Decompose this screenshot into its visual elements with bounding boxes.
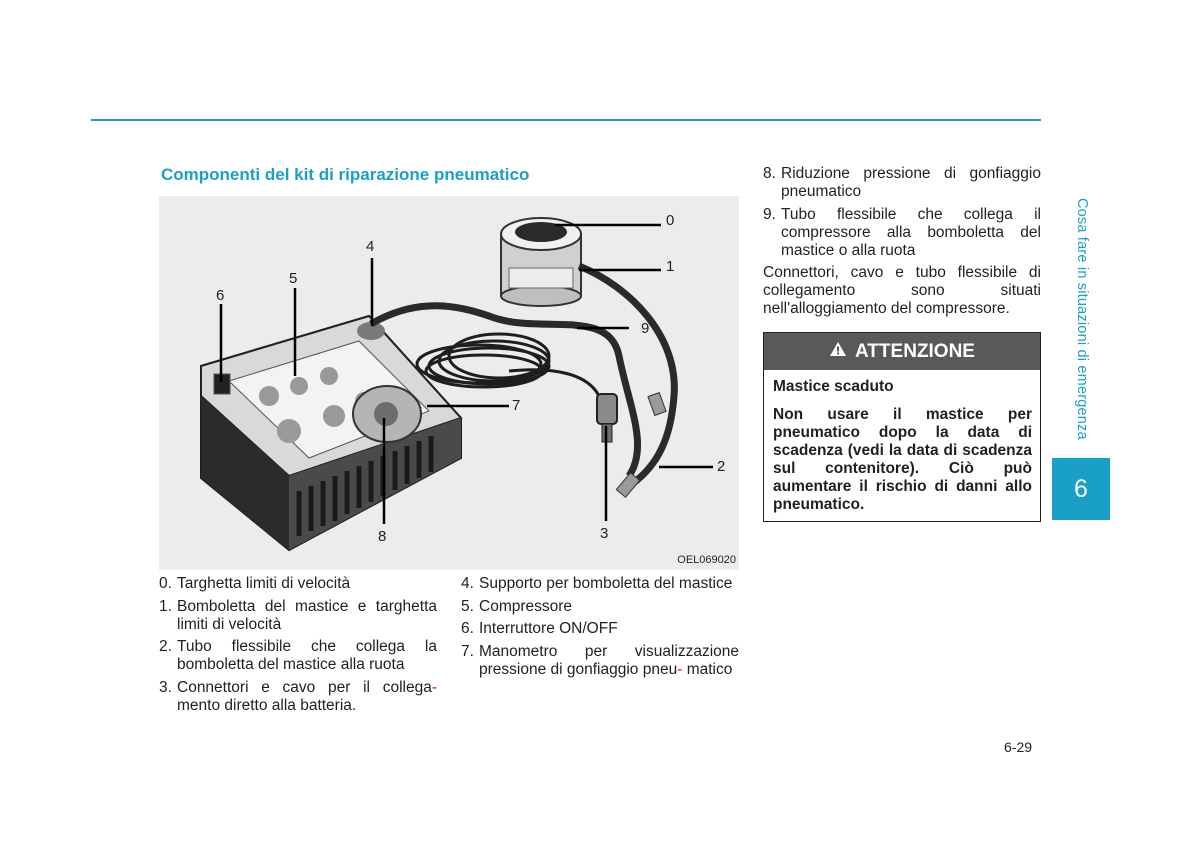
- warning-text: Non usare il mastice per pneumatico dopo…: [773, 406, 1032, 513]
- storage-note: Connettori, cavo e tubo flessibile di co…: [763, 264, 1041, 317]
- callout-1: 1: [666, 258, 675, 275]
- component-list-left: 0.Targhetta limiti di velocità 1.Bombole…: [159, 575, 437, 719]
- page-number: 6-29: [1004, 739, 1033, 755]
- list-item-text-cont: matico: [686, 660, 733, 678]
- list-item: 0.Targhetta limiti di velocità: [159, 575, 351, 592]
- list-item: 5.Compressore: [461, 597, 573, 615]
- callout-2: 2: [717, 458, 726, 475]
- warning-subtitle: Mastice scaduto: [773, 378, 894, 395]
- list-item: 9.Tubo flessibile che collega il compres…: [763, 205, 1041, 259]
- header-rule: [91, 119, 1041, 121]
- list-item-text-cont: mento diretto alla batteria.: [177, 696, 357, 714]
- tire-repair-kit-figure: 0 1 2 3 4 5 6 7 8 9 OEL069020: [159, 196, 739, 570]
- callout-5: 5: [289, 270, 298, 287]
- figure-code: OEL069020: [677, 554, 736, 566]
- callout-7: 7: [512, 397, 521, 414]
- warning-box: ATTENZIONE Mastice scaduto Non usare il …: [763, 332, 1041, 522]
- component-list-right: 8.Riduzione pressione di gonfiaggio pneu…: [763, 165, 1041, 264]
- chapter-side-label-text: Cosa fare in situazioni di emergenza: [1074, 198, 1090, 440]
- list-item: 8.Riduzione pressione di gonfiaggio pneu…: [763, 165, 1041, 200]
- chapter-side-label: Cosa fare in situazioni di emergenza: [1068, 198, 1090, 453]
- list-item: 4.Supporto per bomboletta del mastice: [461, 575, 733, 592]
- hyphen-mark: -: [677, 660, 683, 678]
- callout-0: 0: [666, 212, 675, 229]
- tire-repair-kit-illustration: [200, 217, 713, 552]
- callout-9: 9: [641, 320, 650, 337]
- callout-3: 3: [600, 525, 609, 542]
- list-item: 2.Tubo flessibile che collega la bombole…: [159, 638, 437, 673]
- warning-title: ATTENZIONE: [855, 340, 975, 362]
- list-item: 3.Connettori e cavo per il collega- ment…: [159, 678, 437, 714]
- list-item-text: Manometro per visualizzazione pressione …: [479, 642, 739, 678]
- callout-8: 8: [378, 528, 387, 545]
- warning-header: ATTENZIONE: [764, 333, 1040, 370]
- list-item: 6.Interruttore ON/OFF: [461, 620, 618, 637]
- list-item: 1.Bomboletta del mastice e targhetta lim…: [159, 597, 437, 633]
- hyphen-mark: -: [431, 678, 437, 696]
- chapter-tab: 6: [1052, 458, 1110, 520]
- section-title: Componenti del kit di riparazione pneuma…: [161, 165, 530, 184]
- callout-4: 4: [366, 238, 375, 255]
- list-item-text: Connettori e cavo per il collega: [177, 678, 432, 696]
- component-list-middle: 4.Supporto per bomboletta del mastice 5.…: [461, 575, 739, 683]
- callout-6: 6: [216, 287, 225, 304]
- list-item: 7.Manometro per visualizzazione pression…: [461, 642, 739, 678]
- warning-triangle-icon: [829, 341, 847, 363]
